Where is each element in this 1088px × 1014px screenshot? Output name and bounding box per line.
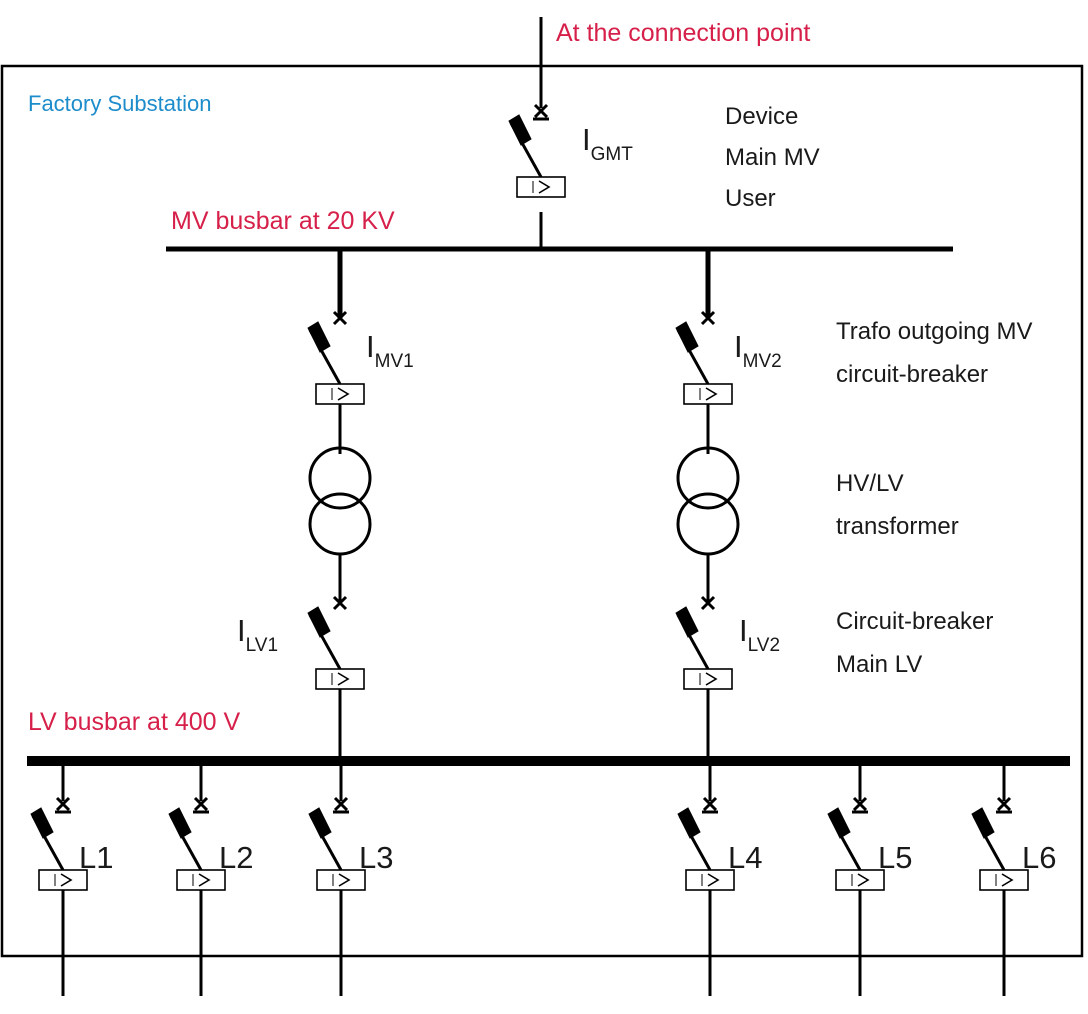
feeder-label-4: L4 [728,840,762,875]
relay-arrow [857,873,870,887]
feeder-label-3: L3 [359,840,393,875]
relay-box [685,869,735,891]
bay-1-transformer-secondary [308,492,372,556]
feeder-6-breaker-actuator [971,807,995,839]
isolator-mark [996,796,1012,812]
feeder-3-breaker-relay [316,869,366,891]
supply-label: At the connection point [556,19,810,47]
lv-breaker-description: Circuit-breaker Main LV [836,608,1000,678]
relay-arrow [705,387,718,401]
breaker-label-mv2: IMV2 [734,329,782,372]
relay-box [516,176,566,198]
substation-frame [0,64,1084,958]
relay-box [683,668,733,690]
bay-2-lv-breaker-actuator [675,606,699,638]
isolator-mark [852,796,868,812]
bay-1-lv-breaker-relay [315,668,365,690]
isolator-mark [333,796,349,812]
bay-2-mv-breaker-actuator [675,321,699,353]
breaker-label-lv1: ILV1 [237,613,278,656]
isolator-mark [55,796,71,812]
feeder-2-breaker-relay [176,869,226,891]
relay-box [176,869,226,891]
relay-box [315,668,365,690]
bay-1-transformer-primary [308,446,372,510]
isolator-mark [332,595,348,611]
main-breaker-actuator [508,114,532,146]
bay-2-mv-breaker-relay [683,383,733,405]
isolator-mark [700,595,716,611]
relay-arrow [198,873,211,887]
relay-arrow [707,873,720,887]
mv-busbar-label: MV busbar at 20 KV [171,207,395,235]
feeder-5-breaker-actuator [827,807,851,839]
breaker-label-lv2: ILV2 [739,613,780,656]
relay-arrow [337,672,350,686]
bay-1-mv-breaker-actuator [307,321,331,353]
mv-breaker-description: Trafo outgoing MV circuit-breaker [836,318,1039,388]
substation-title: Factory Substation [28,91,211,116]
isolator-mark [702,796,718,812]
relay-box [315,383,365,405]
relay-arrow [60,873,73,887]
isolator-mark [332,310,348,326]
relay-box [683,383,733,405]
relay-arrow [705,672,718,686]
feeder-5-breaker-relay [835,869,885,891]
relay-arrow [1001,873,1014,887]
main-breaker-relay [516,176,566,198]
lv-busbar-label: LV busbar at 400 V [28,708,241,736]
feeder-2-breaker-actuator [168,807,192,839]
relay-arrow [338,873,351,887]
feeder-4-breaker-actuator [677,807,701,839]
bay-1-mv-breaker-relay [315,383,365,405]
breaker-label-gmt: IGMT [582,122,633,165]
feeder-6-breaker-relay [979,869,1029,891]
main-breaker-description: Device Main MV User [725,103,826,212]
transformer-description: HV/LV transformer [836,470,959,540]
bay-2-lv-breaker-relay [683,668,733,690]
relay-box [979,869,1029,891]
isolator-mark [533,103,549,119]
switchgear-group [30,17,1029,996]
isolator-mark [700,310,716,326]
feeder-4-breaker-relay [685,869,735,891]
relay-box [316,869,366,891]
feeder-1-breaker-actuator [30,807,54,839]
relay-box [835,869,885,891]
relay-arrow [538,180,551,194]
relay-arrow [337,387,350,401]
feeder-label-5: L5 [878,840,912,875]
isolator-mark [193,796,209,812]
feeder-label-6: L6 [1022,840,1056,875]
feeder-3-breaker-actuator [308,807,332,839]
feeder-label-1: L1 [79,840,113,875]
bay-2-transformer-primary [676,446,740,510]
bay-2-transformer-secondary [676,492,740,556]
feeder-label-2: L2 [219,840,253,875]
bay-1-lv-breaker-actuator [307,606,331,638]
breaker-label-mv1: IMV1 [366,329,414,372]
